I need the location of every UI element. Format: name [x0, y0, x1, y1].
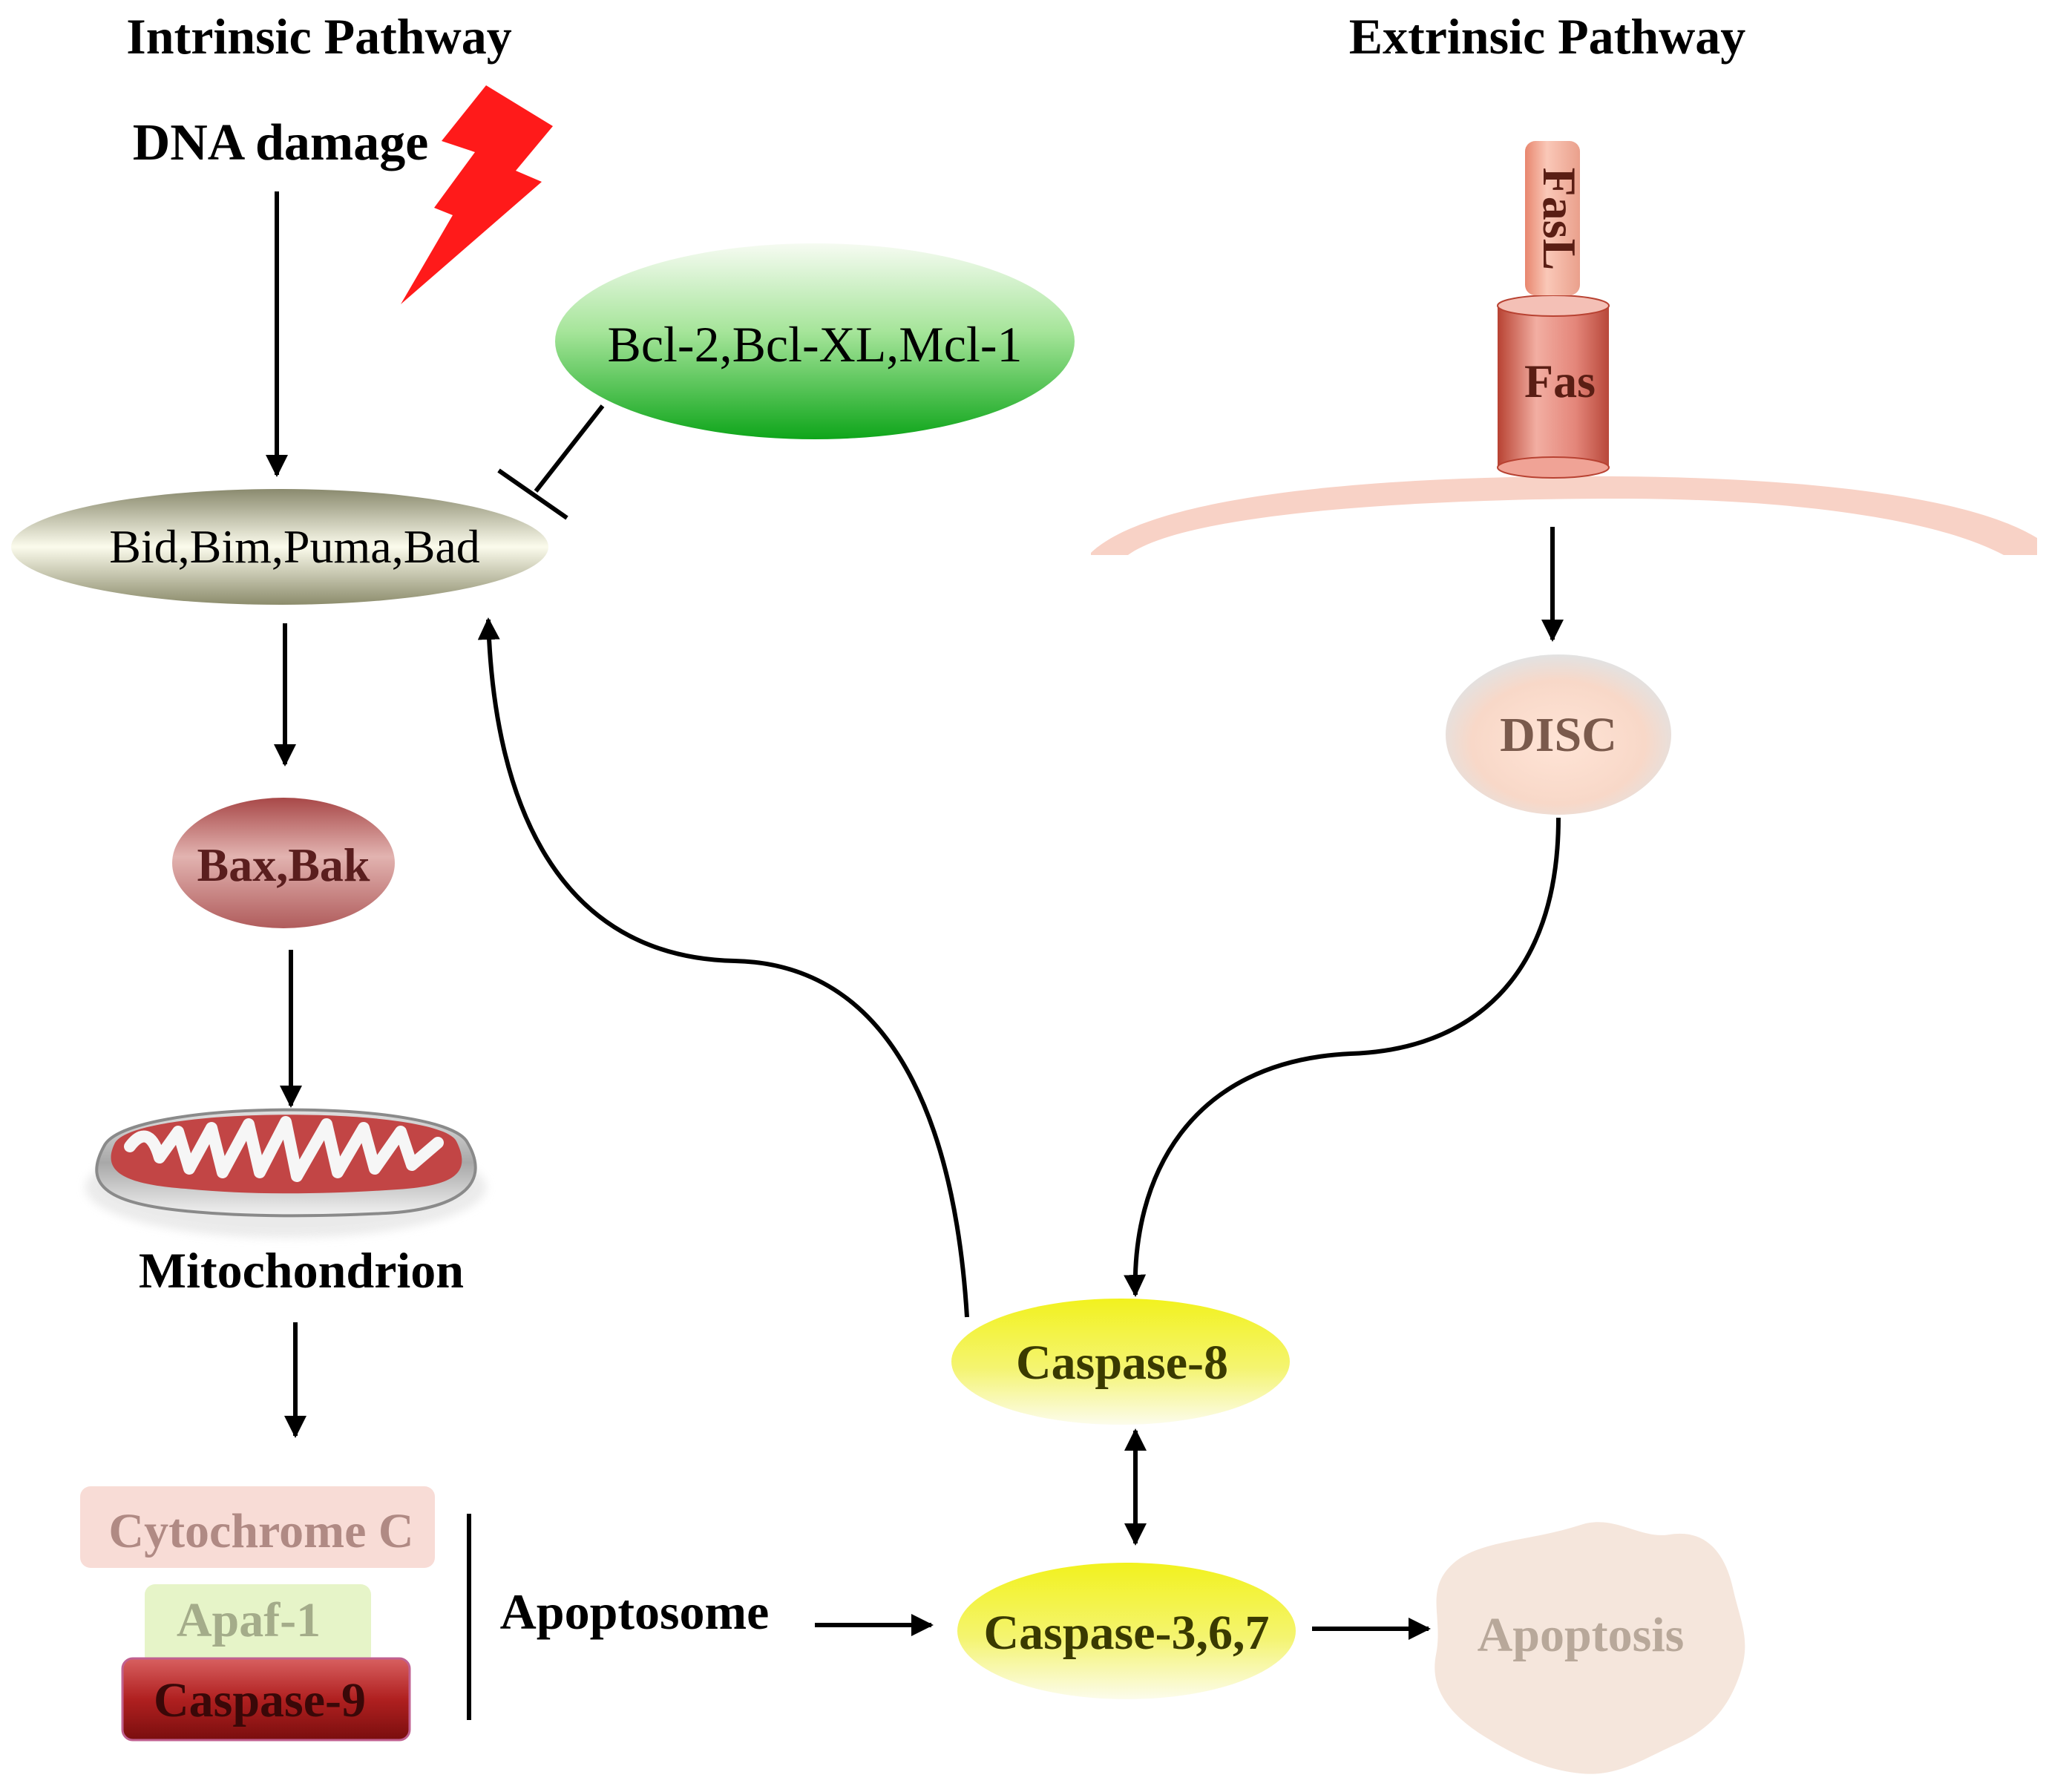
caspase9-label: Caspase-9 — [154, 1673, 366, 1727]
cytochrome-c-label: Cytochrome C — [108, 1504, 413, 1558]
bcl2-bclxl-mcl1-node — [555, 243, 1075, 439]
apaf1-box — [145, 1584, 371, 1666]
bid-bim-puma-bad-label: Bid,Bim,Puma,Bad — [109, 520, 480, 573]
fasl-label: FasL — [1533, 168, 1586, 271]
mitochondrion-label: Mitochondrion — [139, 1242, 464, 1299]
fasl-ligand-icon — [1525, 141, 1580, 295]
inhibition-bar — [497, 468, 568, 520]
cell-membrane-icon — [1091, 476, 2037, 555]
extrinsic-pathway-heading: Extrinsic Pathway — [1349, 8, 1746, 65]
mitochondrion-icon — [85, 1108, 486, 1238]
caspase8-to-bh3-arrow — [477, 617, 969, 1318]
apoptosis-label: Apoptosis — [1478, 1608, 1685, 1662]
bid-bim-puma-bad-node — [11, 489, 548, 605]
disc-to-caspase8-arrow — [1124, 817, 1561, 1297]
caspase367-label: Caspase-3,6,7 — [983, 1606, 1269, 1660]
lightning-bolt-icon — [401, 85, 553, 304]
caspase8-node — [951, 1299, 1290, 1425]
inhibition-line — [534, 404, 605, 493]
fas-receptor-icon — [1497, 295, 1610, 479]
bax-bak-label: Bax,Bak — [197, 838, 370, 891]
disc-node — [1446, 654, 1671, 815]
apoptosome-label: Apoptosome — [500, 1583, 770, 1640]
dna-damage-label: DNA damage — [133, 114, 429, 171]
disc-label: DISC — [1500, 708, 1617, 762]
caspase9-box — [121, 1657, 411, 1742]
apoptosis-blob — [1435, 1522, 1745, 1774]
cytochrome-c-box — [80, 1486, 435, 1568]
intrinsic-pathway-heading: Intrinsic Pathway — [126, 8, 511, 65]
caspase367-node — [957, 1563, 1296, 1699]
fas-label: Fas — [1524, 355, 1596, 407]
bcl2-bclxl-mcl1-label: Bcl-2,Bcl-XL,Mcl-1 — [608, 316, 1023, 372]
bax-bak-node — [172, 798, 395, 928]
caspase8-label: Caspase-8 — [1016, 1336, 1228, 1390]
apaf1-label: Apaf-1 — [177, 1593, 321, 1647]
